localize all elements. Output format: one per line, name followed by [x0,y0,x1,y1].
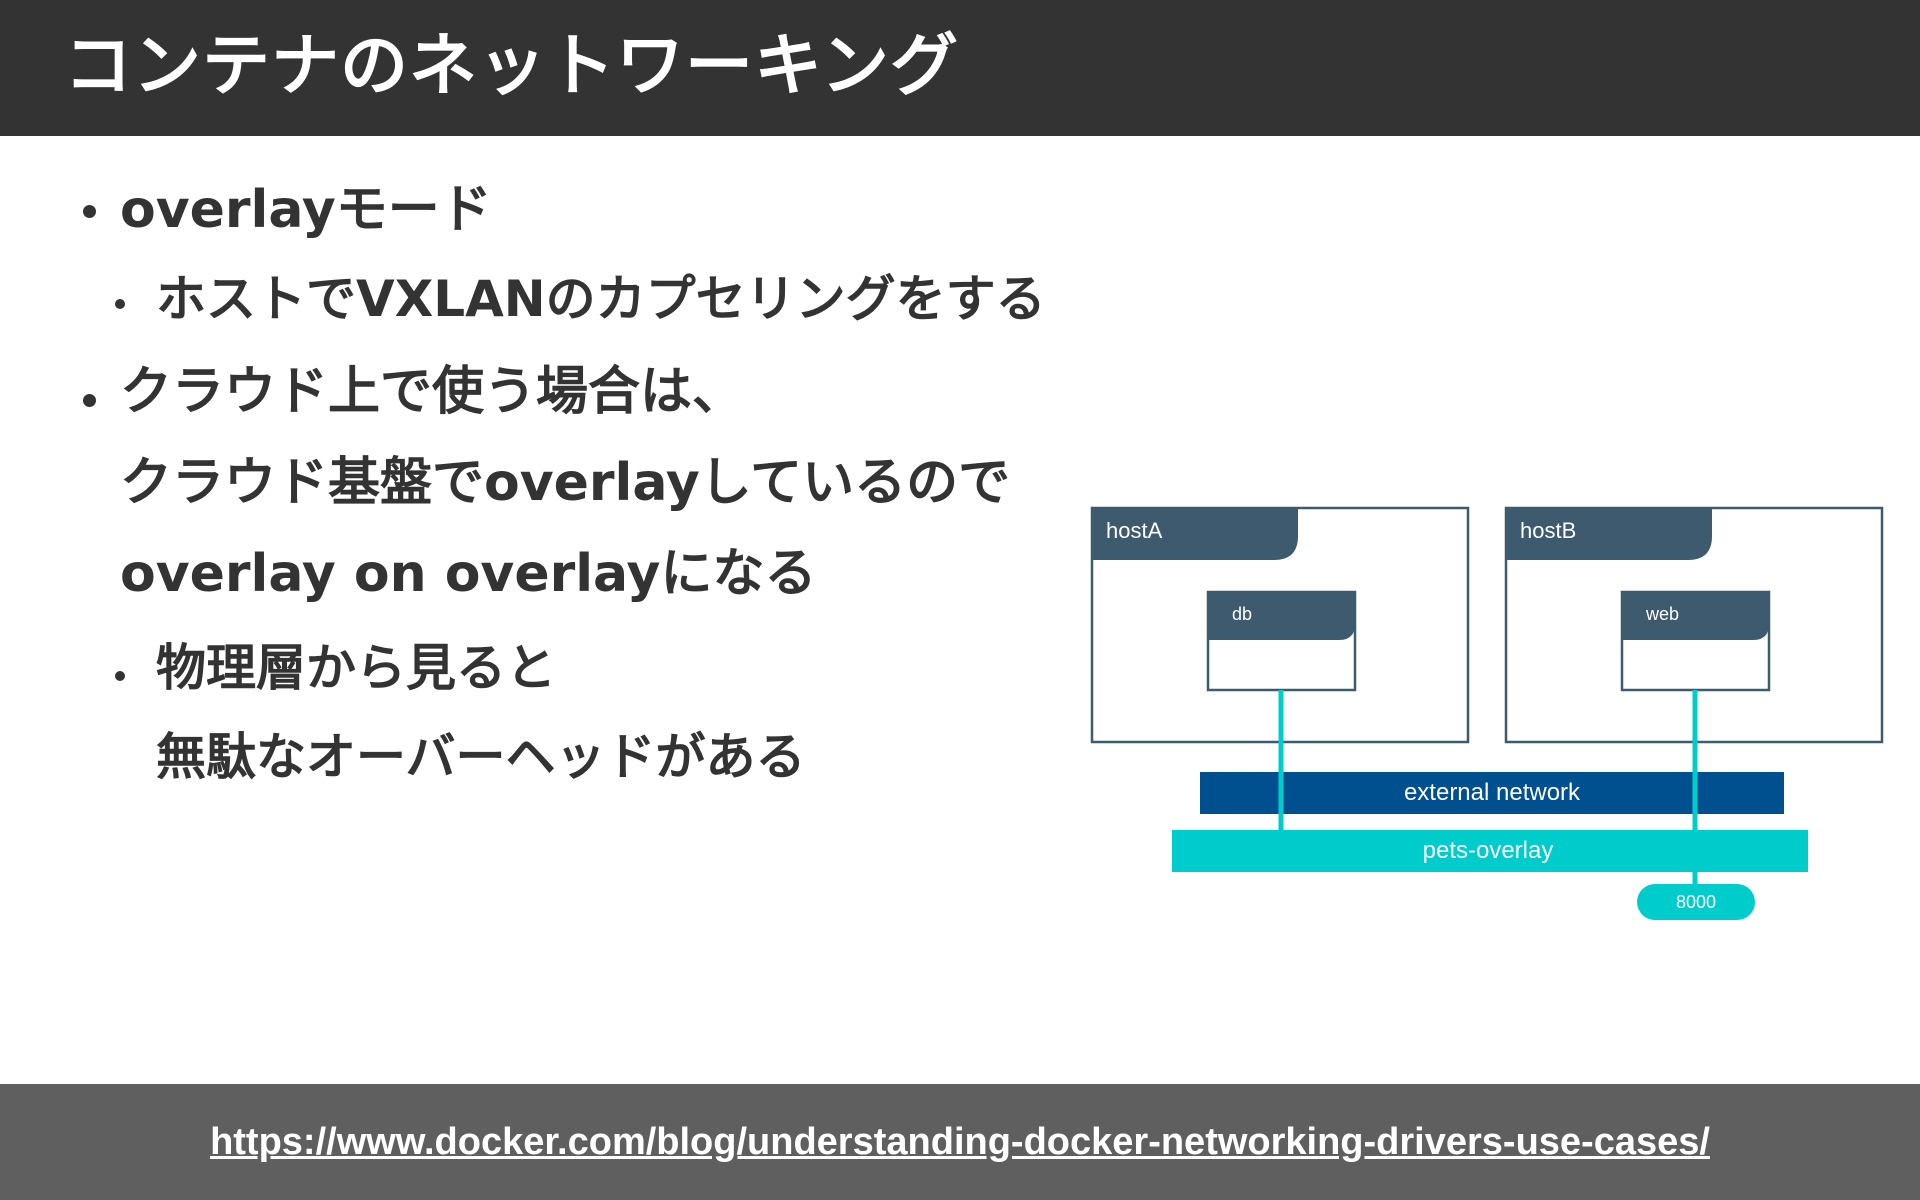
bullet-text-continued: クラウド基盤でoverlayしているので [120,453,1011,513]
container-web-header [1622,592,1769,640]
footer-bar: https://www.docker.com/blog/understandin… [0,1084,1920,1200]
bullet-text-continued: overlay on overlayになる [120,544,817,604]
pets-overlay-bar [1172,830,1808,872]
host-b-label: hostB [1520,518,1576,543]
sub-bullet-text: 物理層から見ると [156,639,556,697]
bullet-dot [83,394,96,407]
network-diagram: hostA db hostB web external network pets… [1090,506,1884,920]
container-db-label: db [1232,604,1252,624]
external-network-label: external network [1404,779,1581,806]
port-badge [1637,884,1755,920]
sub-bullet-text: ホストでVXLANのカプセリングをする [156,270,1046,328]
sub-bullet-dot [115,671,125,681]
bullet-text: クラウド上で使う場合は、 [120,362,745,422]
host-a-label: hostA [1106,518,1163,543]
source-link[interactable]: https://www.docker.com/blog/understandin… [210,1120,1710,1163]
title-bar: コンテナのネットワーキング [0,0,1920,136]
container-web-label: web [1645,604,1679,624]
pets-overlay-label: pets-overlay [1423,837,1554,864]
external-network-bar [1200,772,1784,814]
slide-title: コンテナのネットワーキング [64,27,959,106]
bullet-text: overlayモード [120,180,492,240]
bullet-dot [83,205,96,218]
sub-bullet-dot [115,299,125,309]
host-b-header [1506,508,1712,560]
port-label: 8000 [1676,892,1716,912]
host-a-header [1092,508,1298,560]
container-db-header [1208,592,1355,640]
sub-bullet-text-continued: 無駄なオーバーヘッドがある [156,728,806,786]
